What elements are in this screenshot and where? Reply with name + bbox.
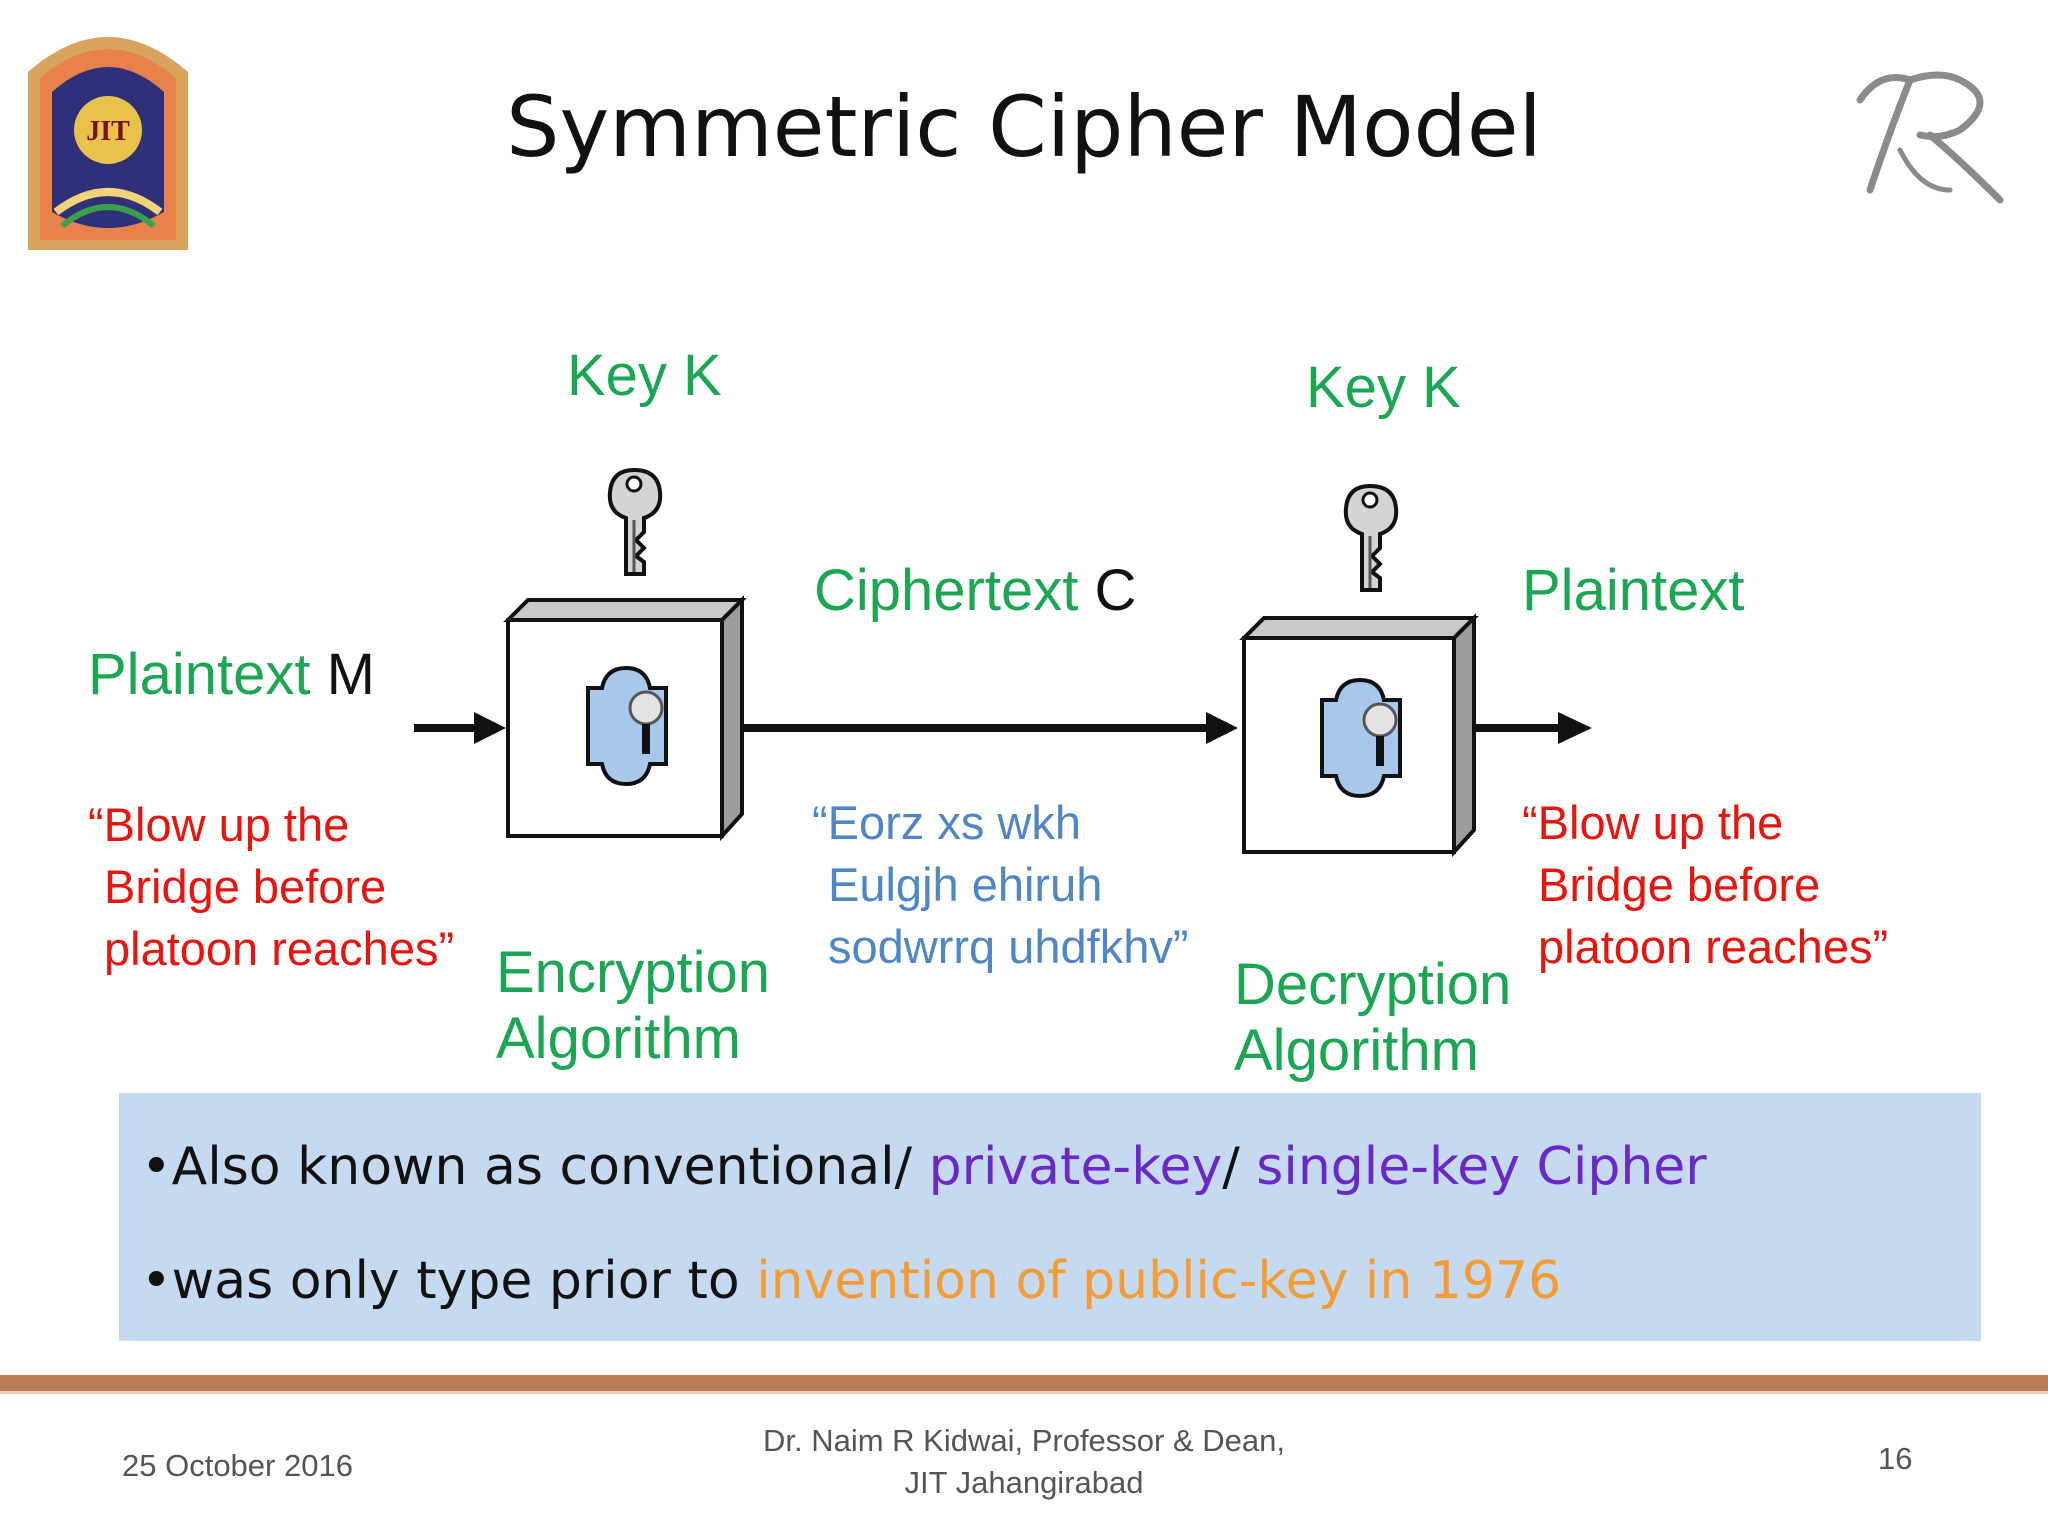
footer-author-line2: JIT Jahangirabad (904, 1465, 1144, 1500)
plaintext-message-line1: “Blow up the (88, 798, 350, 851)
encryption-box (503, 595, 747, 842)
bullet-known-as: •Also known as conventional/ private-key… (141, 1137, 1707, 1197)
ciphertext-message-line1: “Eorz xs wkh (812, 796, 1081, 849)
bullet1-text-c: / (1222, 1137, 1257, 1197)
page-number: 16 (1878, 1441, 1913, 1476)
plaintext-message-line2: Bridge before (104, 860, 387, 913)
ciphertext-message: “Eorz xs wkh Eulgjh ehiruh sodwrrq uhdfk… (812, 792, 1189, 978)
footer-rule-shadow (0, 1391, 2048, 1394)
nr-monogram-icon (1856, 71, 2004, 204)
key-right-icon (1343, 483, 1399, 592)
ciphertext-message-line3: sodwrrq uhdfkhv” (828, 920, 1189, 973)
jit-logo-text: JIT (86, 116, 130, 147)
decryption-line2: Algorithm (1234, 1018, 1479, 1083)
bullet1-text-a: •Also known as conventional/ (141, 1137, 929, 1197)
bullet2-text-a: •was only type prior to (141, 1251, 757, 1311)
plaintext-out-label: Plaintext (1522, 558, 1745, 623)
footer-date: 25 October 2016 (122, 1448, 353, 1483)
key-left-icon (607, 467, 663, 576)
slide-title: Symmetric Cipher Model (506, 78, 1542, 176)
plaintext-message: “Blow up the Bridge before platoon reach… (88, 794, 454, 980)
encryption-algorithm-label: Encryption Algorithm (496, 940, 770, 1072)
jit-logo: JIT (18, 12, 198, 252)
key-left-label: Key K (567, 343, 722, 408)
decrypted-message-line2: Bridge before (1538, 858, 1821, 911)
encryption-line1: Encryption (496, 940, 771, 1005)
plaintext-m-word: Plaintext (88, 642, 311, 707)
bullet-only-type: •was only type prior to invention of pub… (141, 1251, 1561, 1311)
nr-monogram-logo (1840, 40, 2020, 220)
plaintext-message-line3: platoon reaches” (104, 922, 455, 975)
decryption-keyhole-icon (1320, 677, 1402, 799)
encryption-keyhole-icon (586, 665, 668, 787)
ciphertext-var: C (1078, 558, 1137, 623)
bullet1-private-key: private-key (928, 1137, 1223, 1197)
footer-rule (0, 1375, 2048, 1391)
decryption-line1: Decryption (1234, 952, 1512, 1017)
footer-author-line1: Dr. Naim R Kidwai, Professor & Dean, (762, 1423, 1285, 1458)
footer-author: Dr. Naim R Kidwai, Professor & Dean, JIT… (624, 1420, 1424, 1504)
bullet2-public-key: invention of public-key in 1976 (756, 1251, 1562, 1311)
key-right-label: Key K (1306, 355, 1461, 420)
decrypted-message: “Blow up the Bridge before platoon reach… (1522, 792, 1888, 978)
decrypted-message-line3: platoon reaches” (1538, 920, 1889, 973)
decryption-box (1239, 613, 1479, 858)
bullet1-single-key: single-key Cipher (1256, 1137, 1707, 1197)
input-arrow (414, 712, 506, 744)
encryption-line2: Algorithm (496, 1006, 741, 1071)
ciphertext-arrow (744, 712, 1238, 744)
plaintext-m-label: Plaintext M (88, 642, 375, 708)
output-arrow (1474, 712, 1592, 744)
ciphertext-word: Ciphertext (814, 558, 1079, 623)
plaintext-m-var: M (310, 642, 375, 707)
decrypted-message-line1: “Blow up the (1522, 796, 1784, 849)
info-panel: •Also known as conventional/ private-key… (119, 1093, 1981, 1341)
jit-logo-shield-icon (28, 37, 188, 250)
ciphertext-message-line2: Eulgjh ehiruh (828, 858, 1103, 911)
decryption-algorithm-label: Decryption Algorithm (1234, 952, 1511, 1084)
ciphertext-label: Ciphertext C (814, 558, 1136, 624)
